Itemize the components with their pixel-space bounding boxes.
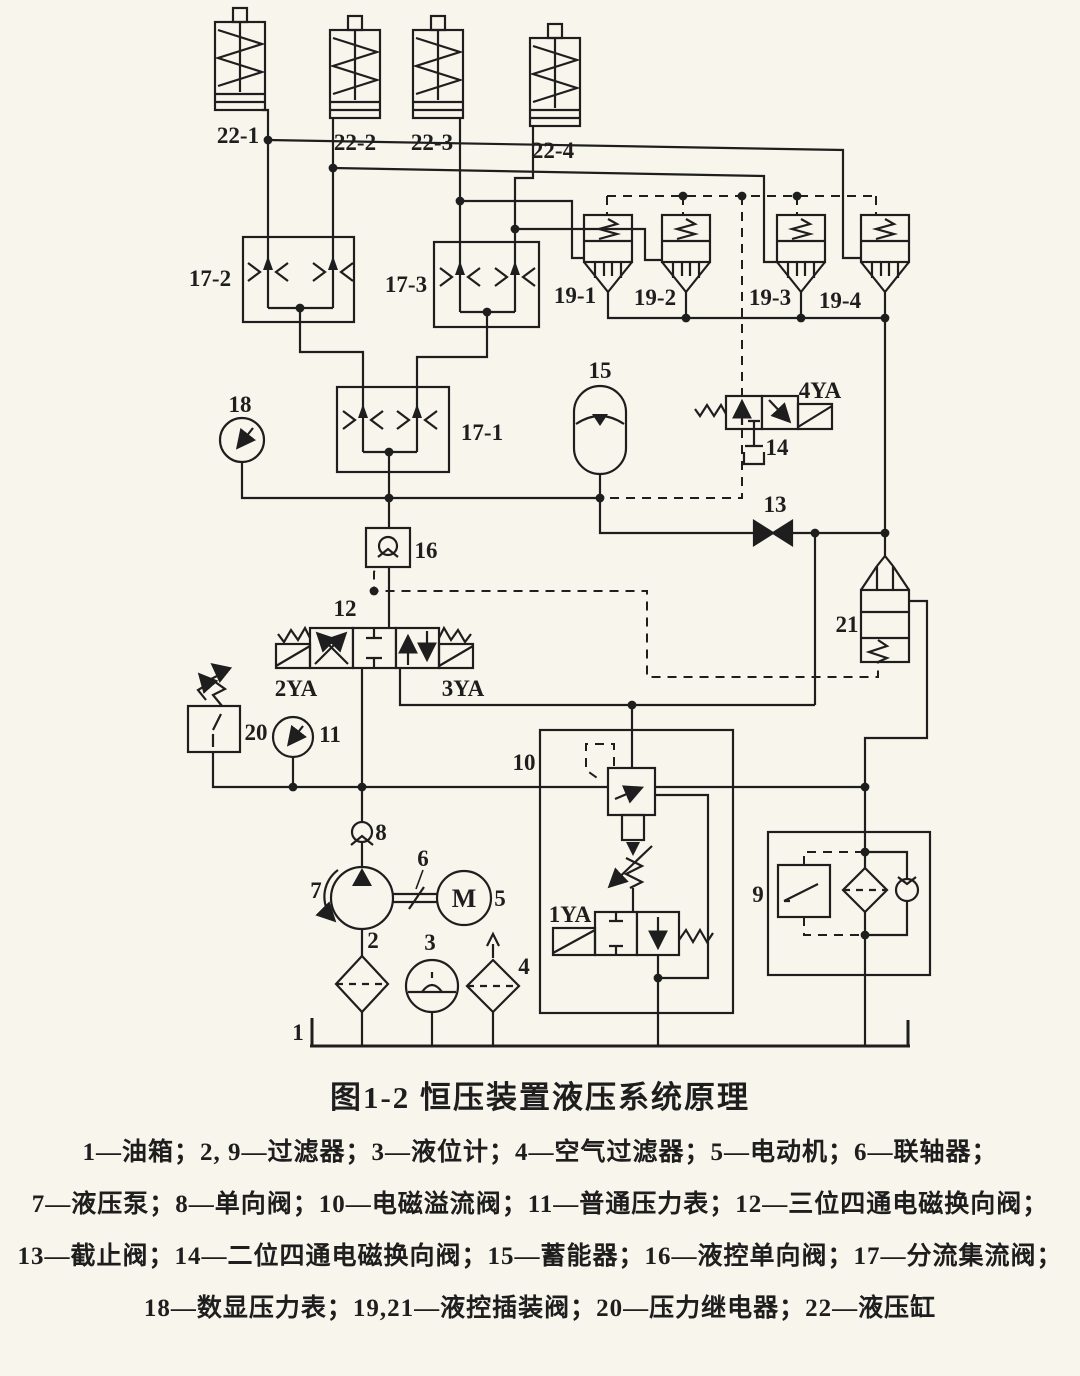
label-11: 11	[319, 722, 341, 747]
label-19-3: 19-3	[749, 285, 791, 310]
pressure-relay-20	[186, 662, 242, 754]
label-13: 13	[764, 492, 787, 517]
label-15: 15	[589, 358, 612, 383]
label-19-4: 19-4	[819, 288, 862, 313]
filter-2	[334, 954, 390, 1014]
label-22-2: 22-2	[334, 130, 376, 155]
label-22-4: 22-4	[532, 138, 575, 163]
label-19-1: 19-1	[554, 283, 596, 308]
shutoff-valve-13	[752, 519, 794, 547]
junction-dots	[263, 135, 890, 983]
flow-divider-17-3	[432, 240, 541, 329]
check-valve-8	[350, 820, 374, 846]
caption-line-1: 1—油箱；2, 9—过滤器；3—液位计；4—空气过滤器；5—电动机；6—联轴器；	[82, 1139, 998, 1166]
caption-line-4: 18—数显压力表；19,21—液控插装阀；20—压力继电器；22—液压缸	[143, 1295, 937, 1322]
cartridge-valve-19-1	[582, 213, 634, 293]
cylinder-22-2	[328, 14, 382, 120]
label-19-2: 19-2	[634, 285, 676, 310]
label-4YA: 4YA	[799, 378, 842, 403]
pressure-gauge-11	[271, 715, 315, 759]
label-17-3: 17-3	[385, 272, 427, 297]
label-22-1: 22-1	[217, 123, 259, 148]
motor-letter: M	[452, 884, 477, 913]
label-17-1: 17-1	[461, 420, 503, 445]
figure-title: 图1-2 恒压装置液压系统原理	[329, 1080, 751, 1115]
flow-divider-17-1	[335, 385, 451, 474]
label-4: 4	[518, 954, 530, 979]
cartridge-valve-19-3	[775, 213, 827, 293]
cartridge-valve-21	[859, 554, 911, 664]
label-14: 14	[766, 435, 790, 460]
component-labels: 22-1 22-2 22-3 22-4 17-2 17-3 17-1 19-1 …	[189, 123, 862, 1045]
label-8: 8	[375, 820, 387, 845]
cartridge-valve-19-2	[660, 213, 712, 293]
level-gauge-3	[404, 958, 460, 1014]
label-6: 6	[417, 846, 429, 871]
air-filter-4	[465, 931, 521, 1014]
label-3YA: 3YA	[442, 676, 485, 701]
label-7: 7	[310, 878, 322, 903]
filter-assembly-9	[766, 830, 932, 977]
caption-line-2: 7—液压泵；8—单向阀；10—电磁溢流阀；11—普通压力表；12—三位四通电磁换…	[31, 1191, 1049, 1218]
cylinder-22-4	[528, 22, 582, 128]
cylinder-22-1	[213, 6, 267, 112]
hydraulic-schematic: 22-1 22-2 22-3 22-4 17-2 17-3 17-1 19-1 …	[186, 6, 932, 1048]
tank-1	[310, 1018, 910, 1048]
accumulator-15	[572, 384, 628, 476]
figure-caption: 图1-2 恒压装置液压系统原理 1—油箱；2, 9—过滤器；3—液位计；4—空气…	[0, 1056, 1080, 1335]
label-1: 1	[292, 1020, 304, 1045]
label-12: 12	[334, 596, 357, 621]
motor-5	[435, 869, 493, 927]
pump-7	[315, 865, 395, 931]
label-9: 9	[752, 882, 764, 907]
pilot-check-valve-16	[364, 526, 412, 569]
solenoid-valve-12	[274, 625, 475, 670]
label-3: 3	[424, 930, 436, 955]
label-17-2: 17-2	[189, 266, 231, 291]
coupling-6	[393, 869, 437, 910]
label-10: 10	[513, 750, 536, 775]
caption-line-3: 13—截止阀；14—二位四通电磁换向阀；15—蓄能器；16—液控单向阀；17—分…	[17, 1243, 1063, 1270]
label-2: 2	[367, 928, 379, 953]
label-20: 20	[245, 720, 268, 745]
label-2YA: 2YA	[275, 676, 318, 701]
label-5: 5	[494, 886, 506, 911]
flow-divider-17-2	[241, 235, 356, 324]
cylinder-22-3	[411, 14, 465, 120]
pressure-gauge-18	[218, 416, 266, 464]
cartridge-valve-19-4	[859, 213, 911, 293]
label-18: 18	[229, 392, 252, 417]
label-21: 21	[836, 612, 859, 637]
label-1YA: 1YA	[549, 902, 592, 927]
label-16: 16	[415, 538, 438, 563]
relief-valve-unit-10	[538, 728, 735, 1015]
label-22-3: 22-3	[411, 130, 453, 155]
solenoid-valve-14	[694, 394, 834, 466]
pilot-lines	[373, 195, 879, 936]
